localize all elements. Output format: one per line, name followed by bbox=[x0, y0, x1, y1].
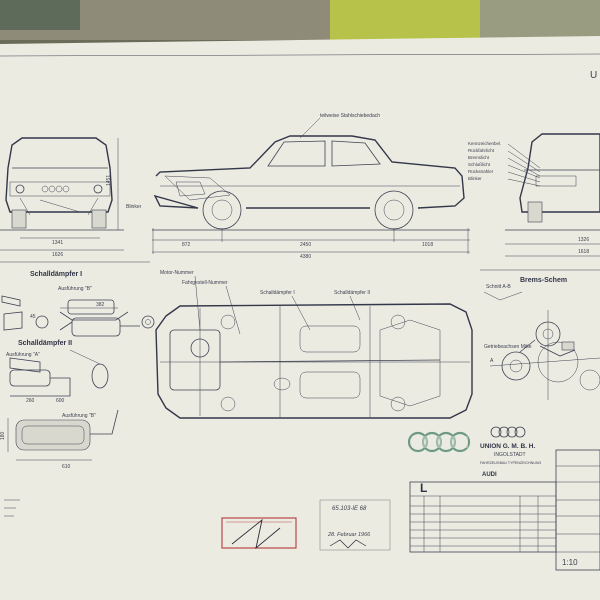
fabric-right bbox=[480, 0, 600, 40]
front-width-dim: 1626 bbox=[52, 252, 63, 258]
exhaust-title-1: Schalldämpfer I bbox=[30, 271, 82, 278]
drawing-number: 65.103-IE 68 bbox=[332, 506, 367, 512]
drawing-scale: 1:10 bbox=[562, 558, 578, 567]
rear-label-4: Schlußlicht bbox=[468, 162, 491, 167]
exhaust-dim-1: 382 bbox=[96, 302, 105, 308]
exhaust-title-2: Schalldämpfer II bbox=[18, 340, 72, 347]
length-dim: 4380 bbox=[300, 254, 311, 260]
muffler-1-drawings bbox=[1, 295, 155, 337]
exhaust-dim-6: 45 bbox=[30, 314, 36, 320]
yellow-fabric bbox=[330, 0, 480, 40]
rear-label-1: Kennzeichenbel. bbox=[468, 141, 501, 146]
company-city: INGOLSTADT bbox=[494, 452, 526, 458]
wheelbase-dim: 2450 bbox=[300, 242, 311, 248]
rear-label-2: Rückfahrlicht bbox=[468, 148, 495, 153]
exhaust-dim-4: 610 bbox=[62, 464, 71, 470]
callout-blinker: Blinker bbox=[126, 204, 142, 210]
exhaust-variant-b-2: Ausführung "B" bbox=[62, 413, 96, 419]
brake-section: Schnitt A-B bbox=[486, 284, 511, 290]
audi-logo-stamp bbox=[407, 431, 471, 453]
rear-label-6: Blinker bbox=[468, 176, 482, 181]
plan-muffler-2: Schalldämpfer II bbox=[334, 290, 370, 296]
drawing-date: 28. Februar 1966 bbox=[327, 532, 371, 538]
title-table bbox=[409, 449, 600, 571]
exhaust-dim-3: 180 bbox=[0, 431, 6, 440]
rear-width-dim: 1618 bbox=[578, 249, 589, 255]
top-border bbox=[0, 53, 600, 57]
side-view bbox=[152, 117, 470, 254]
brake-letter-a: A bbox=[490, 358, 494, 364]
title-subtitle: FAHRZEUGBAU TYPENZEICHNUNG bbox=[480, 461, 541, 465]
exhaust-variant-a-2: Ausführung "A" bbox=[6, 352, 40, 358]
front-overhang-dim: 872 bbox=[182, 242, 191, 248]
plan-chassis-no: Fahrgestell-Nummer bbox=[182, 280, 228, 286]
rear-track-dim: 1326 bbox=[578, 237, 589, 243]
rear-overhang-dim: 1018 bbox=[422, 242, 433, 248]
model-letter: L bbox=[420, 481, 427, 495]
front-view bbox=[0, 137, 124, 251]
audi-rings-logo bbox=[490, 426, 526, 438]
brake-scheme bbox=[483, 291, 600, 400]
signature bbox=[329, 539, 367, 549]
brand-name: AUDI bbox=[482, 472, 497, 478]
date-stamp-box bbox=[319, 499, 391, 551]
red-approval-stamp bbox=[221, 517, 297, 550]
rear-view bbox=[505, 133, 600, 257]
front-height-dim: 1451 bbox=[106, 175, 112, 186]
callout-roof: teilweise Stahlschiebedach bbox=[320, 113, 380, 119]
rear-label-3: Bremslicht bbox=[468, 155, 490, 160]
plan-view bbox=[155, 275, 473, 419]
rear-label-5: Rückstrahler bbox=[468, 169, 494, 174]
company-name: UNION G. M. B. H. bbox=[480, 443, 535, 450]
exhaust-dim-5: 260 bbox=[26, 398, 35, 404]
header-letter: U bbox=[590, 70, 597, 81]
muffler-2-drawings bbox=[7, 349, 119, 461]
front-track-dim: 1341 bbox=[52, 240, 63, 246]
plan-motor-no: Motor-Nummer bbox=[160, 270, 194, 276]
blueprint-paper bbox=[0, 36, 600, 600]
plan-muffler-1: Schalldämpfer I bbox=[260, 290, 295, 296]
brake-title: Brems-Schem bbox=[520, 277, 567, 284]
exhaust-variant-b-1: Ausführung "B" bbox=[58, 286, 92, 292]
brake-center-label: Getriebeachsen Mitte bbox=[484, 344, 532, 350]
exhaust-dim-2: 600 bbox=[56, 398, 65, 404]
